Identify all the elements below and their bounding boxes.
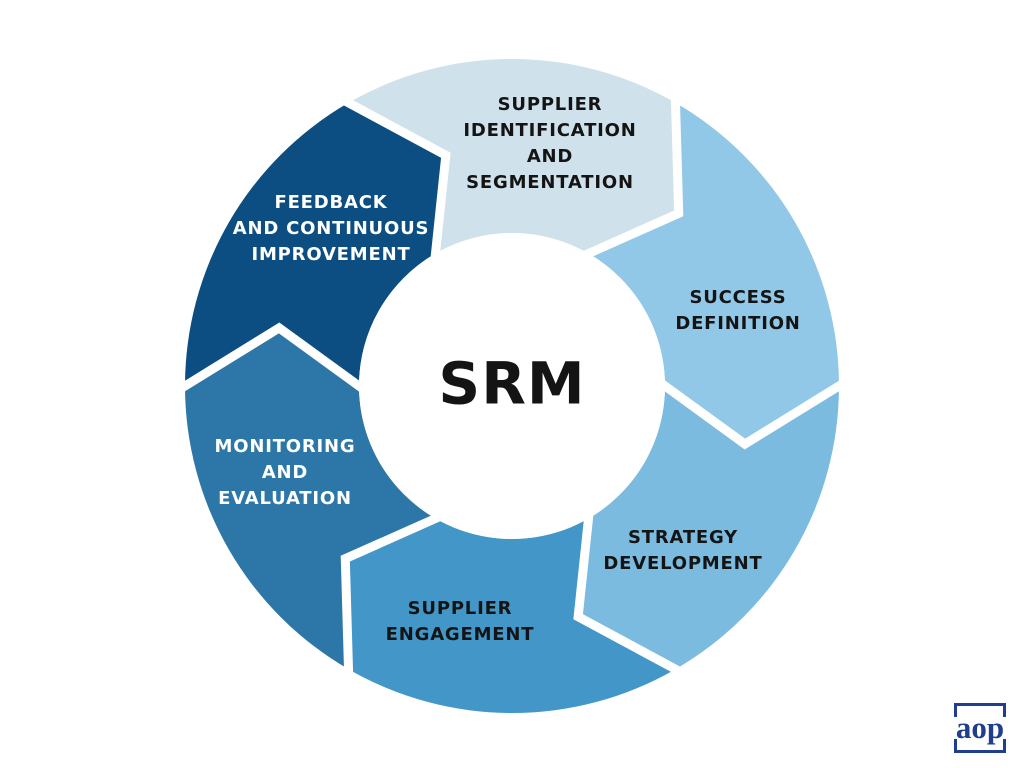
aop-logo: aop: [954, 703, 1006, 753]
segment-gap: [652, 375, 851, 450]
diagram-center-title: SRM: [438, 349, 586, 418]
segment-gap: [575, 91, 684, 263]
segment-supplier-identification-and-segmentation: [348, 59, 679, 254]
segment-gap: [336, 93, 451, 266]
segment-gap: [340, 509, 449, 681]
segment-supplier-engagement: [345, 518, 676, 713]
segment-feedback-and-continuous-improvement: [185, 102, 446, 386]
segment-strategy-development: [578, 386, 839, 670]
segment-monitoring-and-evaluation: [185, 327, 436, 670]
segment-gap: [573, 506, 688, 679]
segment-gap: [173, 322, 372, 397]
logo-frame-top: [954, 703, 1006, 717]
logo-text: aop: [955, 710, 1005, 745]
logo-frame-bottom: [954, 739, 1006, 753]
center-circle: [359, 233, 665, 539]
segment-success-definition: [588, 102, 839, 445]
